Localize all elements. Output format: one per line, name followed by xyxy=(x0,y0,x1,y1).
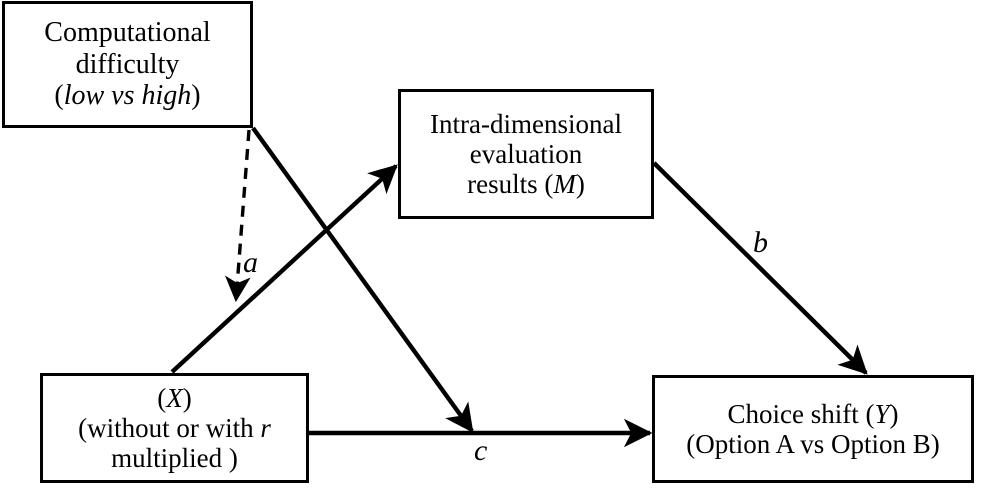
node-predictor-condition-text: (without or with xyxy=(78,412,261,443)
node-mediator-results-text: results ( xyxy=(467,169,554,200)
node-mediator-symbol: M xyxy=(553,169,576,200)
node-mediator-line-2: evaluation xyxy=(469,138,583,169)
node-mediator-line-3: results (M) xyxy=(467,169,585,199)
node-independent-variable-x[interactable]: (X) (without or with r multiplied ) xyxy=(40,373,309,483)
node-moderator-paren-open: ( xyxy=(54,80,64,112)
node-moderator-line-2: difficulty xyxy=(75,48,180,80)
node-computational-difficulty[interactable]: Computational difficulty (low vs high) xyxy=(2,1,253,128)
node-predictor-r-symbol: r xyxy=(260,412,271,443)
edge-x-to-m xyxy=(170,164,398,374)
node-predictor-symbol: X xyxy=(166,382,183,413)
edge-moderator-to-c-path xyxy=(251,126,474,433)
node-predictor-line-2: (without or with r xyxy=(78,413,271,443)
node-mediator-paren-close: ) xyxy=(575,169,585,200)
node-intra-dimensional-evaluation-results[interactable]: Intra-dimensional evaluation results (M) xyxy=(398,89,654,219)
node-outcome-line-1: Choice shift (Y) xyxy=(727,399,898,429)
node-outcome-symbol: Y xyxy=(874,398,890,429)
node-outcome-paren-close: ) xyxy=(889,398,899,429)
node-predictor-line-3: multiplied ) xyxy=(111,443,238,474)
path-label-c: c xyxy=(474,434,488,467)
node-moderator-paren-close: ) xyxy=(191,80,201,112)
node-mediator-line-1: Intra-dimensional xyxy=(430,108,622,139)
path-label-a: a xyxy=(243,246,258,279)
edge-moderator-to-a-path xyxy=(224,129,251,303)
node-moderator-line-3: (low vs high) xyxy=(54,80,200,111)
path-label-b: b xyxy=(753,226,768,259)
node-predictor-paren-close: ) xyxy=(182,382,192,413)
node-predictor-paren-open: ( xyxy=(157,382,167,413)
node-moderator-line-1: Computational xyxy=(44,17,211,49)
node-moderator-levels: low vs high xyxy=(63,80,192,112)
node-predictor-line-1: (X) xyxy=(157,383,192,413)
edge-m-to-y xyxy=(652,161,868,375)
node-outcome-title-text: Choice shift ( xyxy=(727,398,875,429)
node-choice-shift-y[interactable]: Choice shift (Y) (Option A vs Option B) xyxy=(652,375,974,483)
node-outcome-line-2: (Option A vs Option B) xyxy=(686,429,940,459)
